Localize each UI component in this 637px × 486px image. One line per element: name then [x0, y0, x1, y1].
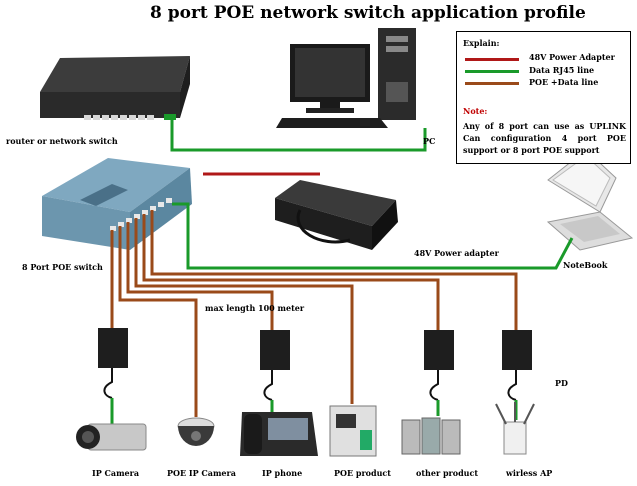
legend-heading: Explain: [463, 38, 500, 48]
pc-device [276, 28, 416, 128]
poe-switch-label: 8 Port POE switch [22, 262, 103, 272]
ip-camera-device [76, 423, 147, 451]
data-lines [170, 120, 574, 270]
note-heading: Note: [463, 106, 488, 116]
poe-switch-device [42, 158, 192, 250]
legend-power-label: 48V Power Adapter [529, 52, 615, 62]
poe-ip-camera-device [177, 417, 215, 446]
wireless-ap-device [495, 402, 535, 455]
ip-phone-label: IP phone [262, 468, 303, 478]
pd-label: PD [555, 378, 568, 388]
router-device [40, 56, 190, 120]
legend-power-swatch [465, 58, 519, 61]
adapter-device [275, 180, 398, 250]
page-title: 8 port POE network switch application pr… [150, 3, 586, 23]
pd-adapters [98, 328, 532, 425]
poe-product-device [329, 405, 377, 457]
legend-data-swatch [465, 70, 519, 73]
notebook-device [546, 149, 634, 251]
note-text: Any of 8 port can use as UPLINK Can conf… [463, 121, 626, 155]
notebook-label: NoteBook [563, 260, 608, 270]
max-length-label: max length 100 meter [205, 303, 305, 313]
legend-poe-label: POE +Data line [529, 77, 599, 87]
legend-poe-swatch [465, 82, 519, 85]
ip-camera-label: IP Camera [92, 468, 140, 478]
poe-lines [110, 210, 518, 417]
pc-label: PC [423, 136, 436, 146]
poe-product-label: POE product [334, 468, 391, 478]
legend-box: Explain: 48V Power Adapter Data RJ45 lin… [456, 31, 631, 164]
wireless-ap-label: wirless AP [506, 468, 553, 478]
poe-ip-camera-label: POE IP Camera [167, 468, 236, 478]
router-label: router or network switch [6, 136, 118, 146]
ip-phone-device [240, 412, 318, 456]
adapter-label: 48V Power adapter [414, 248, 499, 258]
other-product-label: other product [416, 468, 479, 478]
other-product-device [401, 417, 461, 455]
legend-data-label: Data RJ45 line [529, 65, 595, 75]
